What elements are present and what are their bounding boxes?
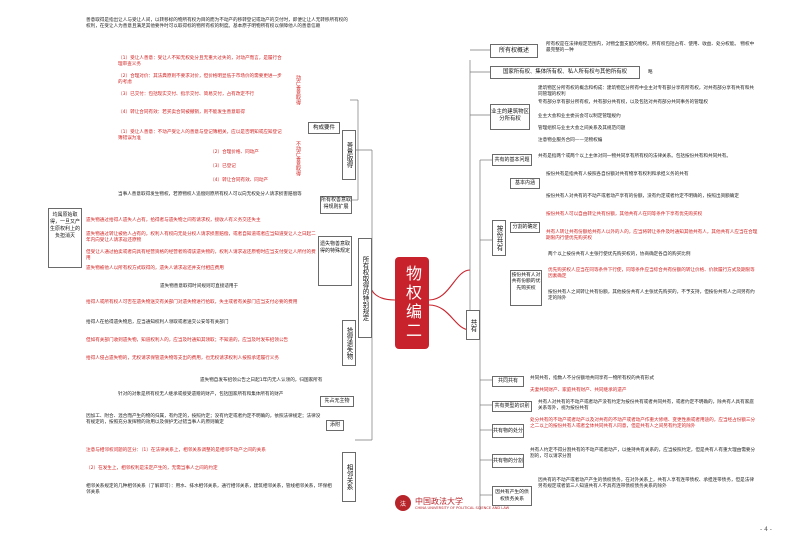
- neighbor-text-2: （2）在发生上，相邻权利是法定产生的，无需当事人之间的约定: [86, 466, 218, 471]
- immovable-item-4: （4）转让合同有效、同动产: [210, 178, 269, 183]
- movable-item-1: （1）受让人善意：受让人不知无权处分且无重大过失的，对动产而言，是履行合理审查义…: [118, 56, 282, 67]
- original-acquisition-note: 均属原始取得，一旦又产生原权利上的负担消灭: [48, 208, 82, 268]
- neighbor-box: 相邻关系: [342, 452, 356, 502]
- movable-item-2: （2）合理对价：其法典原则不要求对价，但价格明显低于市场价的需要更进一步的考虑: [118, 74, 282, 85]
- lost-text-3: 但受让人通过拍卖或者向具有经营资格的经营者购得该遗失物的，权利人请求返还原物时应…: [86, 250, 316, 261]
- co-ownership-box: 共有: [466, 310, 480, 340]
- good-faith-definition: 善意取得是指出让人与受让人间，以转移标的物所有权为目的而为不动产的移转登记或动产…: [86, 18, 348, 29]
- finder-text-3: 但如有关部门收到遗失物，知道权利人的，应当及时通知其领取；不知道的，应当及时发布…: [86, 338, 289, 343]
- basic-box: 共有的基本问题: [492, 154, 532, 166]
- effect-text: 当事人善意取得发生物权，若原物权人追偿则原所有权人可以向无权处分人请求损害赔偿等: [118, 192, 302, 197]
- manage-box: 共有物的处分: [492, 424, 524, 438]
- type-text: 共有人对共有的不动产或者动产没有约定为按份共有或者共同共有，或者约定不明确的，除…: [538, 400, 754, 411]
- preempt-box: 按份共有人对共有份额的优先购买权: [510, 270, 542, 306]
- share-red-2: 共有人转让共有份额给共有人以外的人的，应当将转让条件及时通知其他共有人，其他共有…: [546, 230, 758, 241]
- joint-red: 夫妻共同财产、家庭共有财产、共同继承的遗产: [530, 388, 627, 393]
- split-text: 共有人约定不得分割共有的不动产或者动产，以维持共有关系的，应当按照约定，但是共有…: [530, 448, 756, 459]
- condo-item-4: 管理组织与业主大会之间关系及其规范问题: [538, 126, 626, 131]
- extern-text: 因共有的不动产或者动产产生的债权债务，在对外关系上，共有人享有连带债权、承担连带…: [538, 478, 754, 489]
- condo-item-2: 专有部分享有部分所有权，共有部分共有权，以及包括对共有部分共同事务的管理权: [538, 100, 708, 105]
- movable-item-3: （3）已交付：包括现实交付、指示交付、简易交付，占有改定不行: [118, 92, 255, 97]
- condo-box: 业主的建筑物区分所有权: [490, 104, 530, 130]
- first-occupy-text: 针对的对象是所有权无人继承或接受遗赠的财产，包括国家所有和集体所有的财产: [118, 392, 284, 397]
- condo-item-5: 注意物业服务合同——见物权编: [538, 138, 603, 143]
- finder-text-5: 遗失物自发布招领公告之日起1年内无人认领的，归国家所有: [200, 378, 323, 383]
- basic-text: 共有是指两个或两个以上主体对同一物共同享有所有权的法律关系。包括按份共有和共同共…: [538, 154, 731, 159]
- overview-box: 所有权概述: [490, 44, 538, 58]
- share-dispose-text: 按份共有人对共有的不动产或者动产享有的份额，没有约定或者约定不明确的，按照出资额…: [546, 194, 739, 199]
- neighbor-text-3: 相邻关系规定的几种相邻关系（了解即可）：用水、排水相邻关系，通行相邻关系，建筑相…: [86, 484, 332, 495]
- share-concept: 按份共有是指共有人按照各自份额对共有物享有权利和承担义务的共有: [546, 172, 689, 177]
- university-logo: 法 中国政法大学 CHINA UNIVERSITY OF POLITICAL S…: [395, 495, 509, 511]
- lost-box: 遗失物善意取得的特殊规定: [318, 236, 352, 286]
- finder-text-4: 拾得人侵占遗失物的，无权请求保管遗失物等支出的费用，也无权请求权利人按照承诺履行…: [86, 356, 279, 361]
- lost-text-2: 遗失物通过转让被他人占有的，权利人有权向无处分权人请求损害赔偿，或者自知道或者应…: [86, 232, 316, 243]
- preempt-text-1: 两个以上按份共有人主张行使优先购买权的，协商确定各自的购买比例: [548, 252, 691, 257]
- lost-text-1: 遗失物通过拾得人遗失人占有，拾得者与遗失物之间有请求权，接收人有义务交还失主: [86, 218, 261, 223]
- extern-box: 因共有产生的债权债务关系: [492, 486, 532, 506]
- preempt-text-2: 优先购买权人应当在同等条件下行使，同等条件应当综合共有份额的转让价格、价款履行方…: [548, 268, 755, 279]
- condo-item-3: 业主大会和业主委员会可以制定管理规约: [538, 114, 621, 119]
- preempt-text-3: 按份共有人之间转让共有份额，其他按份共有人主张优先购买的，不予支持，但按份共有人…: [548, 290, 755, 301]
- type-box: 共有类型的识别: [492, 401, 532, 412]
- immovable-item-3: （3）已登记: [210, 164, 236, 169]
- share-red-1: 按份共有人可以自由转让共有份额，其他共有人在同等条件下享有优先购买权: [546, 212, 703, 217]
- immovable-label: 不动产善意取得: [292, 128, 304, 188]
- finder-text-2: 拾得人在拾得遗失物后，应当通知权利人领取或者送交公安等有关部门: [86, 320, 229, 325]
- split-box: 共有物的分割: [492, 454, 524, 468]
- lost-text-4: 遗失物被他人以所有权方式取得的，遗失人请求返还并支付相应费用: [86, 266, 224, 271]
- immovable-item-1: （1）受让人善意：不动产受让人的善意与登记簿相关，应以是否明知或应知登记簿错误为…: [118, 130, 282, 141]
- page-number: - 4 -: [760, 526, 772, 533]
- seal-icon: 法: [395, 495, 411, 511]
- logo-name: 中国政法大学: [415, 496, 463, 506]
- effect-box: 所有权善意取得规则扩展: [320, 196, 352, 214]
- manage-text: 处分共有的不动产或者动产以及对共有的不动产或者动产作重大修缮、变更性质或者用途的…: [530, 418, 756, 429]
- joint-text: 共同共有，指数人不分份额地共同享有一物所有权的共有形式: [530, 376, 655, 381]
- elements-box: 构成要件: [308, 122, 340, 134]
- immovable-item-2: （2）合理价格、同动产: [210, 150, 259, 155]
- movable-item-4: （4）转让合同有效：若买卖合同被撤销，则不能发生善意取得: [118, 110, 245, 115]
- first-occupy-box: 先占无主物: [320, 396, 354, 407]
- center-node: 物权编二: [395, 257, 429, 349]
- share-dispose-box: 分割的确定: [510, 222, 540, 233]
- three-ownerships-box: 国家所有权、集体所有权、私人所有权与其他所有权: [490, 66, 640, 79]
- logo-sub: CHINA UNIVERSITY OF POLITICAL SCIENCE AN…: [415, 505, 510, 510]
- good-faith-box: 善意取得: [342, 130, 356, 180]
- accession-text: 因加工、附合、混合而产生的物的归属，有约定的，按照约定；没有约定或者约定不明确的…: [86, 414, 321, 425]
- share-box: 按份共有: [492, 220, 506, 256]
- overview-text: 所有权是在法律规定范围内，对物全面支配的物权。所有权包括占有、使用、收益、处分权…: [546, 42, 755, 53]
- finder-text-1: 拾得人或所有权人可否在遗失物送交有关部门对遗失物进行拾取，失主或者有关部门应当支…: [86, 300, 298, 305]
- finder-box: 拾得遗失物: [342, 320, 356, 366]
- neighbor-text-1: 注意与相邻权问题的区分：（1）在法律关系上，相邻关系调整的是相邻不动产之间的关系: [86, 448, 266, 453]
- special-box: 所有权取得的特别规定: [358, 238, 372, 338]
- movable-label: 动产善意取得: [292, 62, 304, 118]
- joint-box: 共同共有: [492, 376, 524, 387]
- accession-box: 添附: [326, 420, 344, 431]
- share-basic-box: 基本内涵: [510, 178, 540, 189]
- condo-item-1: 建筑物区分所有权的概念和构成：建筑物区分所有中业主对专有部分享有所有权，对共有部…: [538, 86, 754, 97]
- lost-text-5: 遗失物善意取得时间规则可直接适用于: [160, 284, 239, 289]
- three-tail: 略: [648, 70, 653, 75]
